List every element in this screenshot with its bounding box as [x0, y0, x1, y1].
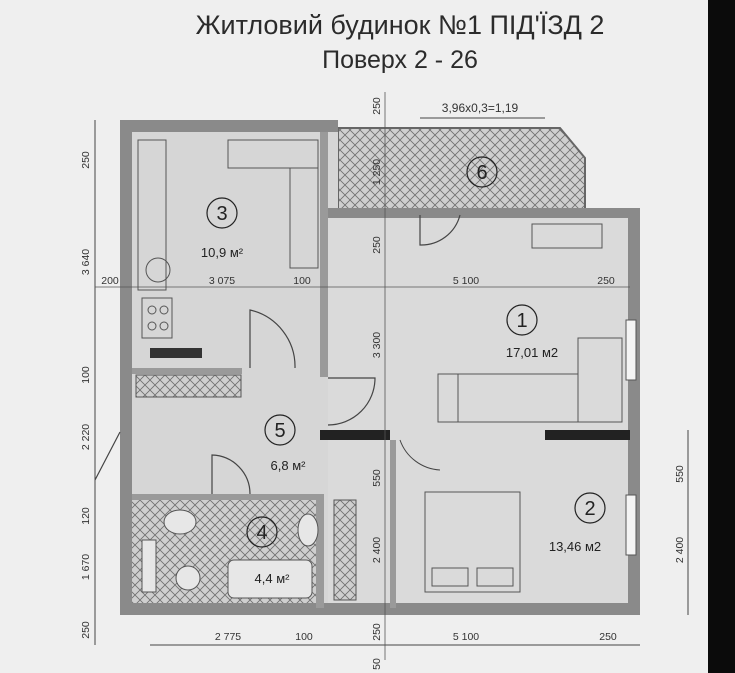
shower-drain [175, 565, 201, 591]
dim-top-3: 100 [293, 275, 311, 287]
page-title: Житловий будинок №1 ПІД'ЇЗД 2 [195, 10, 605, 40]
window-living [625, 319, 637, 381]
room-2-number: 2 [584, 498, 595, 520]
room-5-area: 6,8 м² [271, 458, 307, 473]
dim-center-4: 3 300 [371, 332, 383, 358]
bed [424, 491, 521, 593]
dim-center-1: 250 [371, 97, 383, 115]
room-3-number: 3 [216, 203, 227, 225]
dim-left-7: 250 [80, 621, 92, 639]
dim-bottom-1: 2 775 [215, 631, 241, 643]
page-subtitle: Поверх 2 - 26 [322, 46, 478, 74]
stove-burner-icon [159, 321, 169, 331]
dim-right-2: 2 400 [674, 537, 686, 563]
wall-kitchen-hall [132, 368, 242, 374]
dim-left-2: 3 640 [80, 249, 92, 275]
stove-burner-icon [147, 305, 157, 315]
room-1-number: 1 [516, 310, 527, 332]
door-bedroom [399, 439, 441, 471]
wardrobe [135, 374, 242, 398]
wall-bedroom-left [390, 440, 396, 608]
armchair [577, 337, 623, 423]
dim-center-5: 550 [371, 469, 383, 487]
door-hall [327, 377, 376, 426]
stove-burner-icon [147, 321, 157, 331]
room-5-marker [264, 414, 296, 446]
kitchen-stove [141, 297, 173, 339]
dim-top-2: 3 075 [209, 275, 235, 287]
dim-center-8: 50 [371, 658, 383, 670]
sofa-back [437, 373, 459, 423]
kitchen-radiator [150, 348, 202, 358]
washbasin [141, 539, 157, 593]
balcony-formula: 3,96x0,3=1,19 [442, 101, 519, 115]
door-kitchen [249, 309, 296, 369]
bedroom-closet [333, 499, 357, 601]
kitchen-counter-right [289, 167, 319, 269]
kitchen-counter-top [227, 139, 319, 169]
dim-left-5: 120 [80, 507, 92, 525]
dim-center-6: 2 400 [371, 537, 383, 563]
dim-bottom-2: 100 [295, 631, 313, 643]
room-2-area: 13,46 м2 [549, 539, 601, 554]
door-entrance [94, 431, 121, 481]
bed-pillow-left [431, 567, 469, 587]
washing-machine [297, 513, 319, 547]
dim-right-1: 550 [674, 465, 686, 483]
outer-wall-left [120, 120, 132, 615]
room-6-number: 6 [476, 162, 487, 184]
scan-dark-edge [708, 0, 735, 673]
room-1-area: 17,01 м2 [506, 345, 558, 360]
dim-top-5: 250 [597, 275, 615, 287]
window-bedroom [625, 494, 637, 556]
dim-left-6: 1 670 [80, 554, 92, 580]
dim-top-1: 200 [101, 275, 119, 287]
room-3-marker [206, 197, 238, 229]
room-4-area: 4,4 м² [255, 571, 291, 586]
door-balcony [419, 214, 461, 246]
room-4-marker [246, 516, 278, 548]
kitchen-counter [137, 139, 167, 291]
table-top [531, 223, 603, 249]
outer-wall-bottom [120, 603, 638, 615]
room-3-area: 10,9 м² [201, 245, 244, 260]
dim-center-7: 250 [371, 623, 383, 641]
room-1-marker [506, 304, 538, 336]
door-bath [211, 454, 251, 495]
dim-center-3: 250 [371, 236, 383, 254]
kitchen-sink [145, 257, 171, 283]
bathtub [227, 559, 313, 599]
wall-bedroom-living [545, 430, 630, 440]
dim-bottom-3: 5 100 [453, 631, 479, 643]
dim-top-4: 5 100 [453, 275, 479, 287]
outer-wall-top [120, 120, 338, 132]
wall-hall-living [320, 430, 390, 440]
wall-bath-right [316, 494, 324, 608]
room-6-marker [466, 156, 498, 188]
stove-burner-icon [159, 305, 169, 315]
bed-pillow-right [476, 567, 514, 587]
room-2-marker [574, 492, 606, 524]
room-4-number: 4 [256, 522, 267, 544]
wall-kitchen-living [320, 132, 328, 377]
wall-bath-top [132, 494, 322, 500]
room-5-number: 5 [274, 420, 285, 442]
dim-center-2: 1 250 [371, 159, 383, 185]
dim-left-1: 250 [80, 151, 92, 169]
dim-bottom-4: 250 [599, 631, 617, 643]
dim-left-3: 100 [80, 366, 92, 384]
toilet [163, 509, 197, 535]
dim-left-4: 2 220 [80, 424, 92, 450]
wall-top-living [328, 208, 640, 218]
living-fill [328, 212, 634, 608]
